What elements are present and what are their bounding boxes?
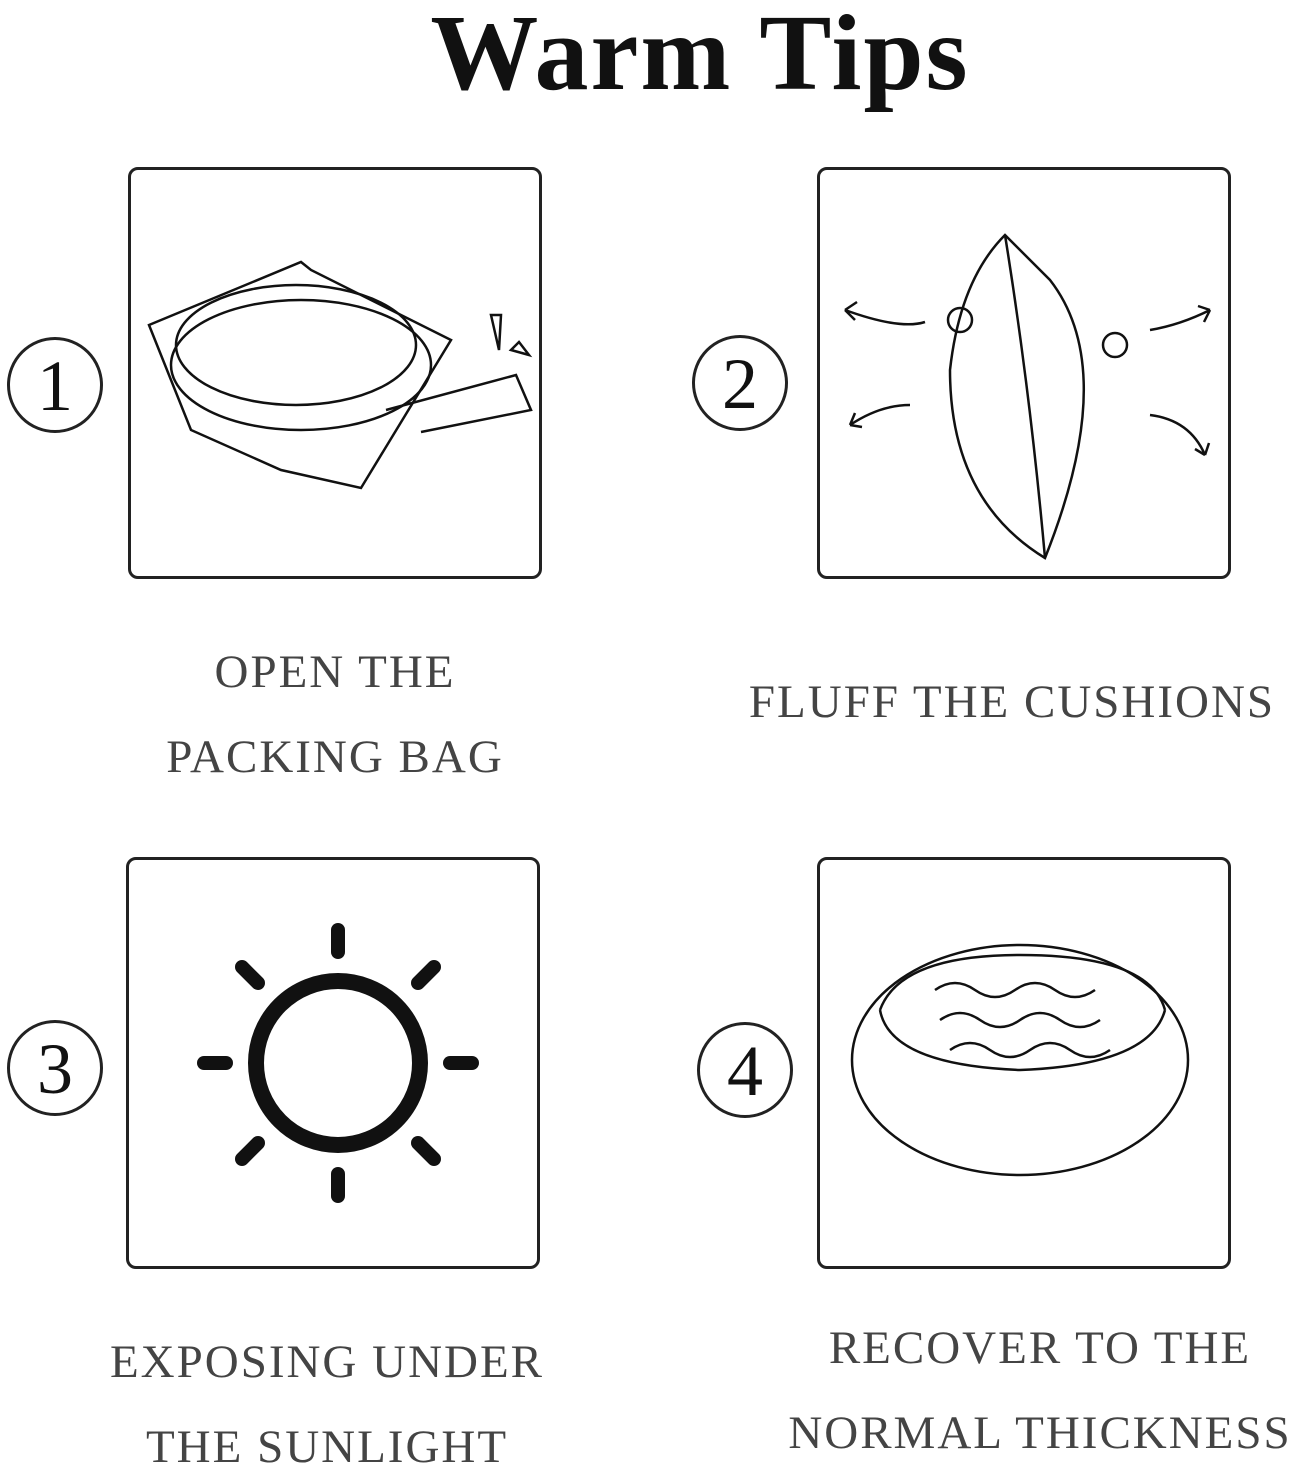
packing-bag-icon (147, 260, 533, 490)
step-3-caption-line-2: THE SUNLIGHT (145, 1421, 509, 1468)
step-1-caption-line-1: OPEN THE (214, 646, 456, 698)
fluff-cushion-icon (844, 233, 1212, 560)
step-3-caption-line-1: EXPOSING UNDER (109, 1336, 545, 1388)
step-3-box (126, 857, 540, 1269)
step-4-caption-line-2: NORMAL THICKNESS (788, 1407, 1292, 1459)
sun-icon (197, 923, 479, 1203)
step-number-1: 1 (7, 337, 103, 433)
cushion-icon (850, 943, 1190, 1177)
page-title: Warm Tips (430, 0, 970, 113)
step-4-caption-line-1: RECOVER TO THE (828, 1322, 1252, 1374)
step-4-box (817, 857, 1231, 1269)
step-1-box (128, 167, 542, 579)
step-2-caption: FLUFF THE CUSHIONS (748, 676, 1276, 728)
step-number-3: 3 (7, 1020, 103, 1116)
step-1-caption-line-2: PACKING BAG (166, 731, 504, 783)
step-number-2: 2 (692, 335, 788, 431)
step-number-4: 4 (697, 1022, 793, 1118)
step-2-box (817, 167, 1231, 579)
